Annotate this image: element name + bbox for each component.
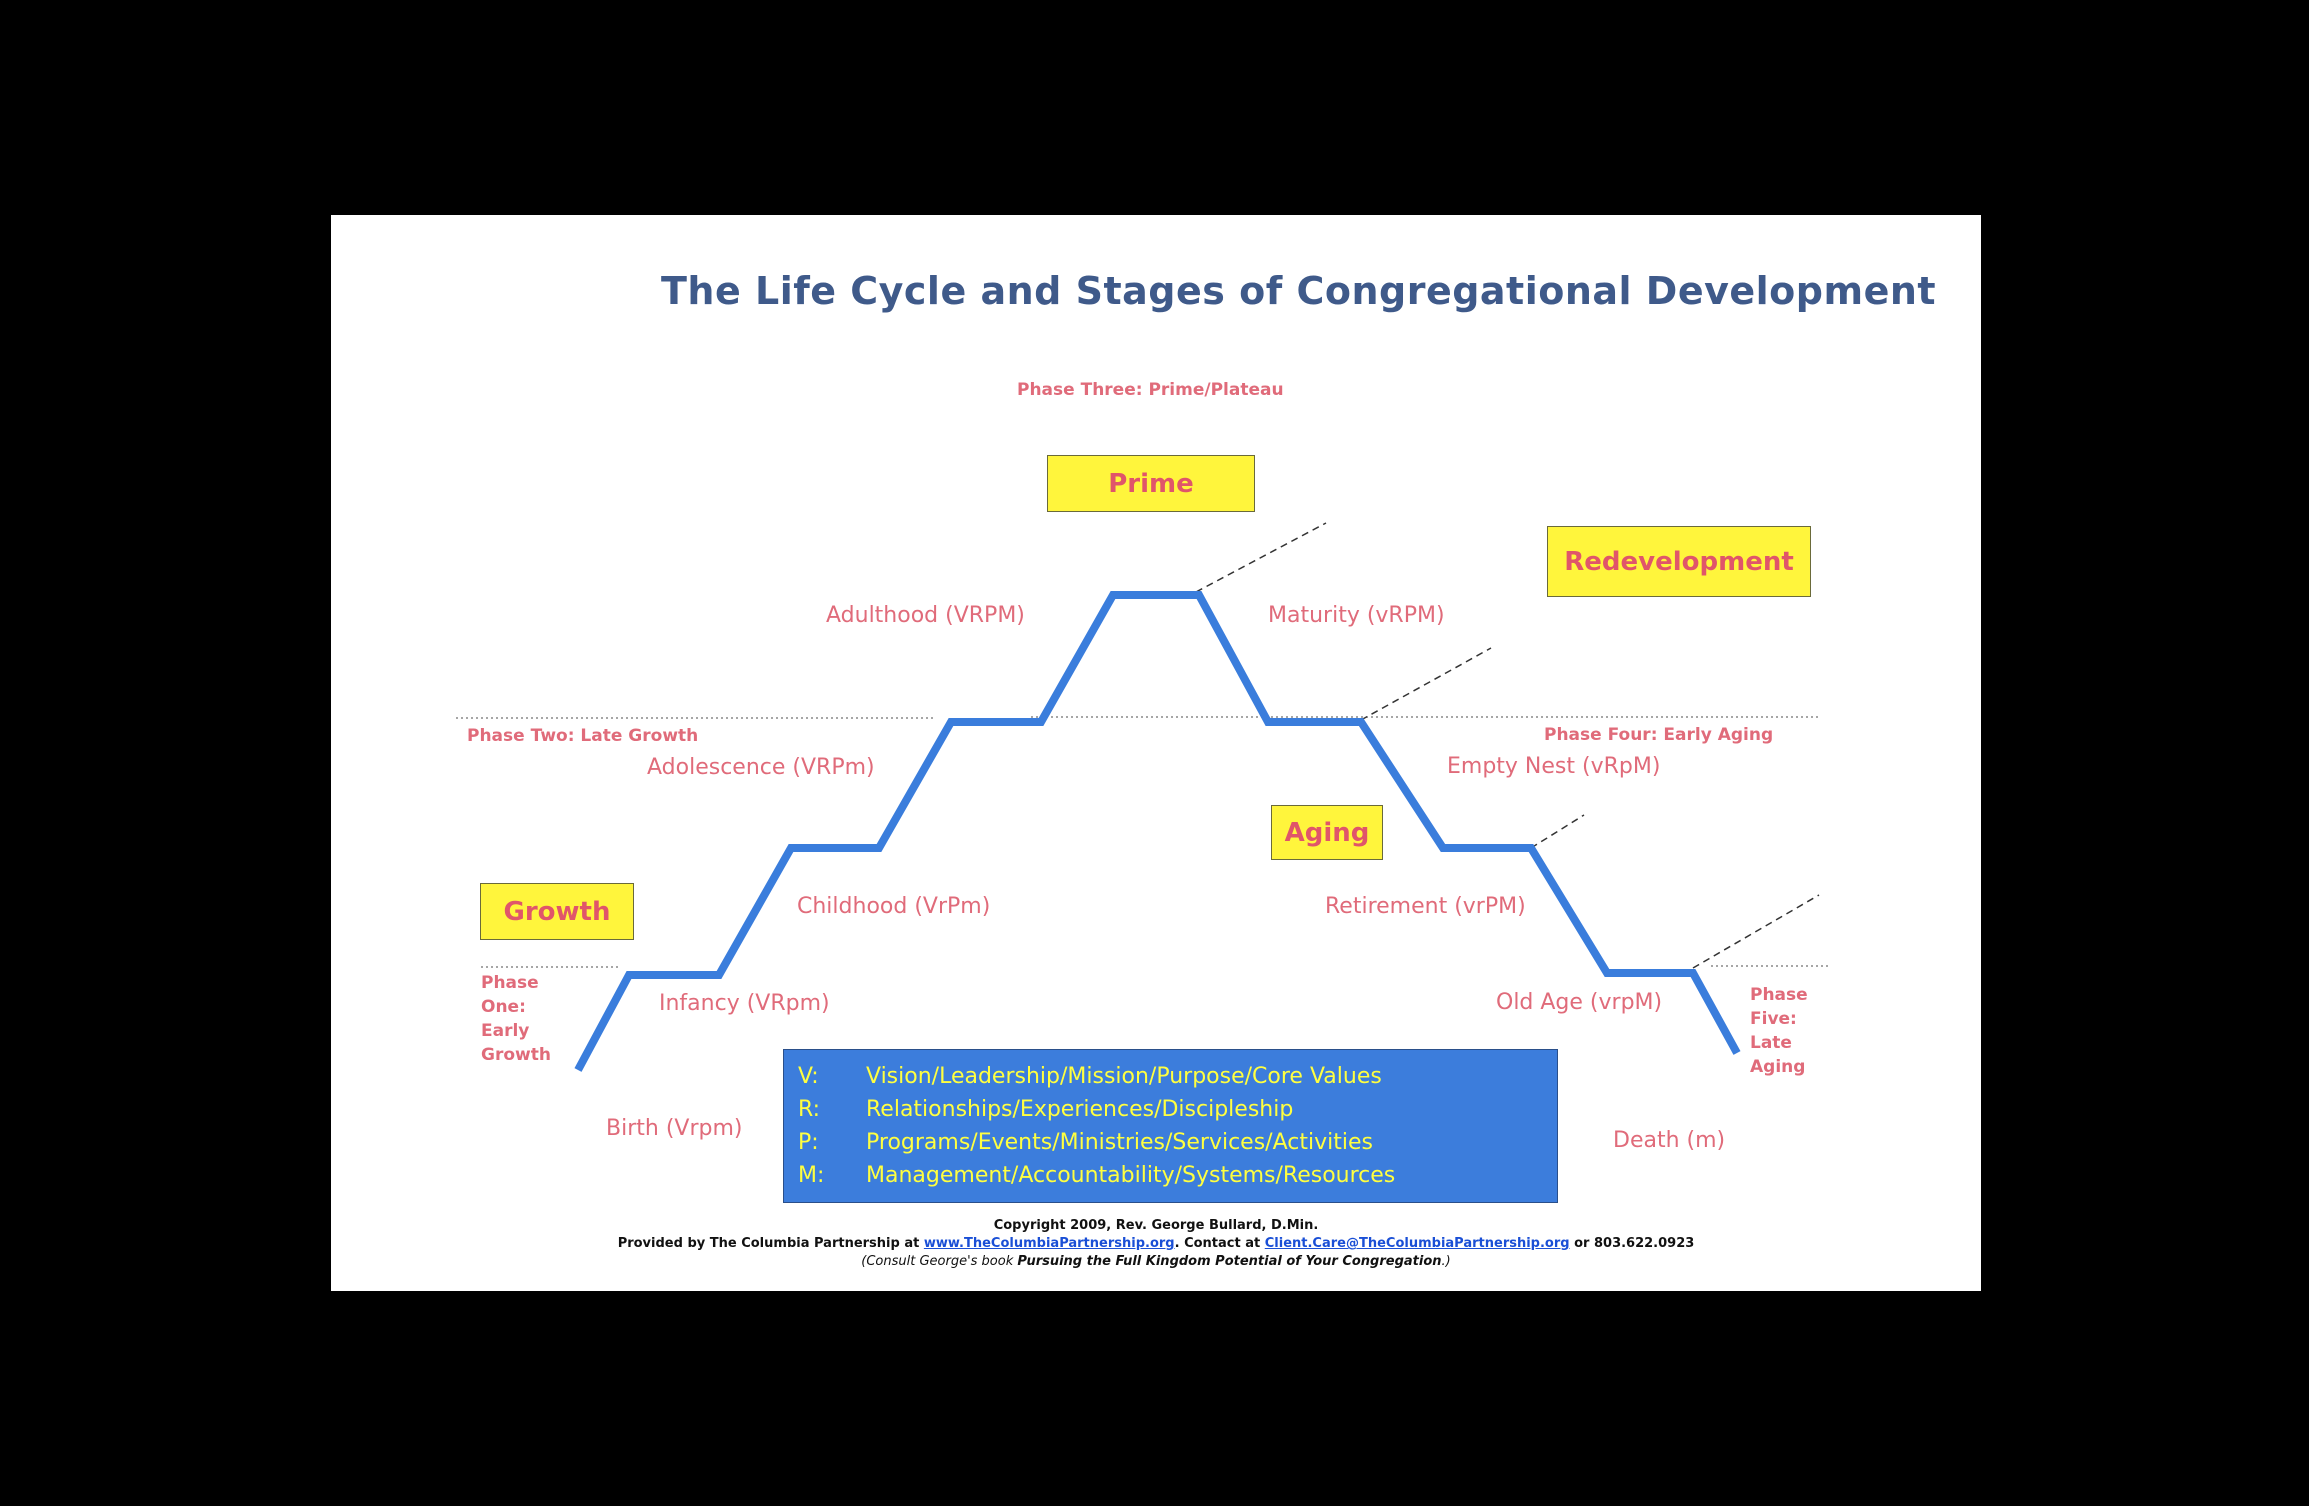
prime-box: Prime [1047,455,1255,512]
stage-infancy: Infancy (VRpm) [659,991,830,1016]
growth-box: Growth [480,883,634,940]
legend-row-r: R: Relationships/Experiences/Discipleshi… [798,1093,1543,1126]
footer-provided: Provided by The Columbia Partnership at … [331,1236,1981,1251]
stage-birth: Birth (Vrpm) [606,1116,743,1141]
life-cycle-curve [574,591,1741,1072]
legend-row-p: P: Programs/Events/Ministries/Services/A… [798,1126,1543,1159]
legend-key: R: [798,1097,821,1122]
aging-box: Aging [1271,805,1383,860]
vrpm-legend: V: Vision/Leadership/Mission/Purpose/Cor… [783,1049,1558,1203]
footer-provided-prefix: Provided by The Columbia Partnership at [617,1236,924,1251]
legend-key: V: [798,1064,819,1089]
phase-one-label: Phase One: Early Growth [481,973,551,1065]
redevelopment-branch-retirement [1530,814,1585,849]
email-link[interactable]: Client.Care@TheColumbiaPartnership.org [1264,1236,1570,1251]
stage-retirement: Retirement (vrPM) [1325,894,1526,919]
legend-row-v: V: Vision/Leadership/Mission/Purpose/Cor… [798,1060,1543,1093]
stage-empty-nest: Empty Nest (vRpM) [1447,754,1661,779]
stage-adolescence: Adolescence (VRPm) [647,755,875,780]
phase-five-label: Phase Five: Late Aging [1750,985,1808,1077]
page-title: The Life Cycle and Stages of Congregatio… [661,269,1937,313]
diagram-paper: The Life Cycle and Stages of Congregatio… [331,215,1981,1291]
footer-book: (Consult George's book Pursuing the Full… [331,1254,1981,1269]
redevelopment-branch-old-age [1692,894,1820,969]
phase-three-label: Phase Three: Prime/Plateau [1017,380,1284,400]
footer-book-prefix: (Consult George's book [861,1254,1018,1269]
legend-text: Relationships/Experiences/Discipleship [866,1097,1294,1122]
footer-phone: or 803.622.0923 [1569,1236,1695,1251]
redevelopment-branch-empty-nest [1360,647,1492,721]
phase-four-label: Phase Four: Early Aging [1544,725,1774,745]
legend-text: Management/Accountability/Systems/Resour… [866,1163,1396,1188]
stage-old-age: Old Age (vrpM) [1496,990,1663,1015]
footer-book-suffix: .) [1441,1254,1451,1269]
legend-row-m: M: Management/Accountability/Systems/Res… [798,1159,1543,1192]
stage-death: Death (m) [1613,1128,1726,1153]
legend-text: Programs/Events/Ministries/Services/Acti… [866,1130,1373,1155]
stage-maturity: Maturity (vRPM) [1268,603,1445,628]
website-link[interactable]: www.TheColumbiaPartnership.org [923,1236,1175,1251]
footer-contact-prefix: . Contact at [1174,1236,1265,1251]
footer-book-title: Pursuing the Full Kingdom Potential of Y… [1017,1254,1442,1269]
legend-text: Vision/Leadership/Mission/Purpose/Core V… [866,1064,1382,1089]
legend-key: M: [798,1163,825,1188]
footer-copyright: Copyright 2009, Rev. George Bullard, D.M… [993,1218,1319,1233]
phase-two-label: Phase Two: Late Growth [467,726,699,746]
stage-childhood: Childhood (VrPm) [797,894,991,919]
life-cycle-diagram [456,522,1831,1072]
stage-adulthood: Adulthood (VRPM) [826,603,1025,628]
redevelopment-box: Redevelopment [1547,526,1811,597]
legend-key: P: [798,1130,819,1155]
redevelopment-branch-maturity [1195,522,1327,593]
